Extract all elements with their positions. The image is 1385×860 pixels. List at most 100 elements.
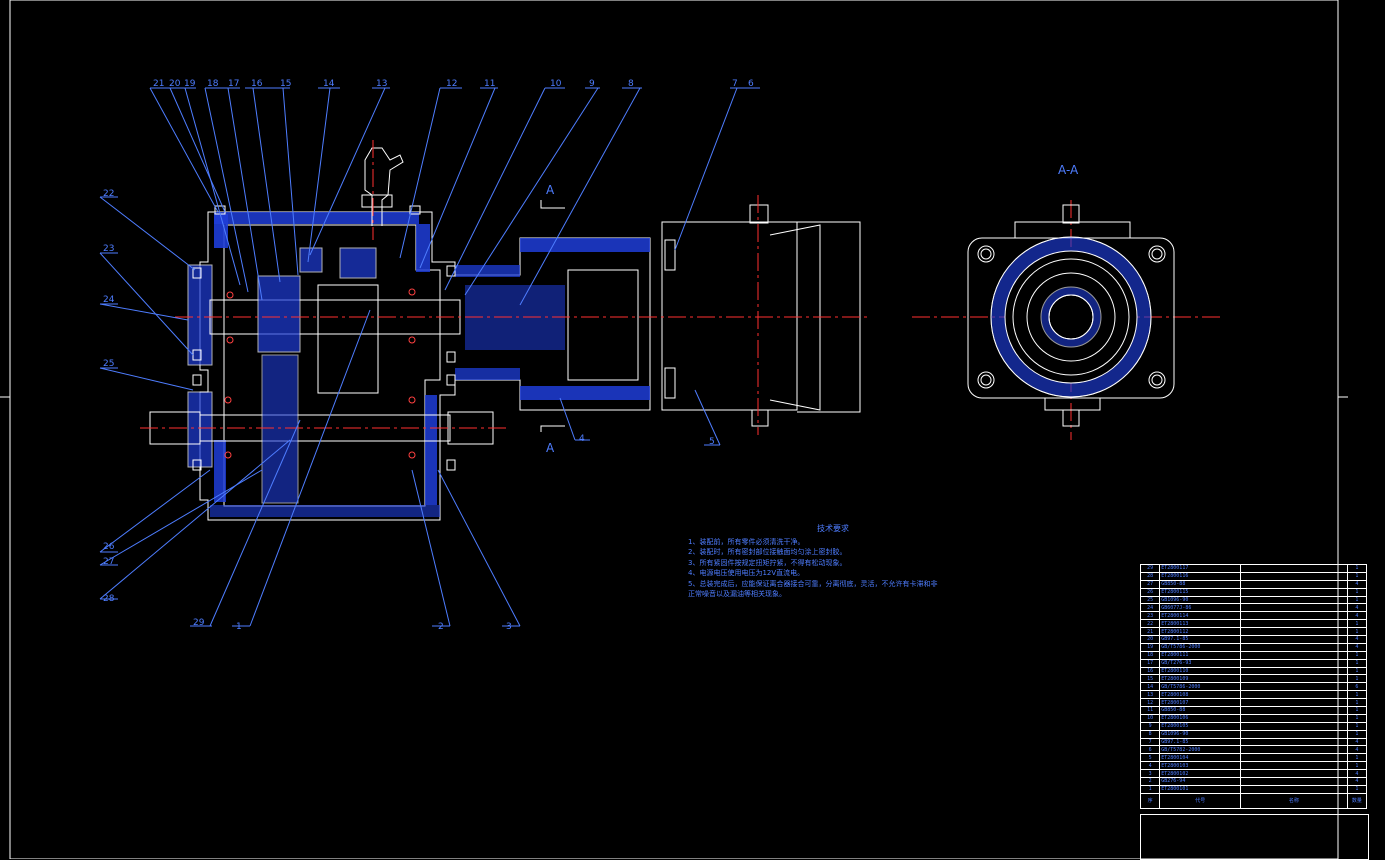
bom-qty: 4 [1346, 611, 1368, 621]
notes-title: 技术要求 [817, 524, 849, 533]
bom-header-cell: 序 [1139, 792, 1161, 809]
bom-header-cell: 代号 [1159, 792, 1242, 809]
balloon-23: 23 [103, 244, 114, 254]
balloon-16: 16 [251, 79, 263, 89]
balloon-28: 28 [103, 594, 115, 604]
bom-index: 11 [1139, 706, 1161, 715]
balloon-11: 11 [484, 79, 495, 89]
bom-index: 17 [1139, 658, 1161, 668]
bom-qty: 1 [1346, 658, 1368, 668]
bom-index: 25 [1139, 595, 1161, 605]
bom-qty: 4 [1346, 737, 1368, 747]
bom-qty: 1 [1346, 761, 1368, 771]
bom-code: ET2800103 [1159, 761, 1242, 771]
bom-index: 3 [1139, 769, 1161, 779]
bom-name [1240, 737, 1348, 747]
bom-code: ET2800113 [1159, 619, 1242, 629]
bom-index: 10 [1139, 713, 1161, 723]
bom-code: GB850-88 [1159, 706, 1242, 715]
bom-qty: 1 [1346, 706, 1368, 715]
bom-code: ET2800111 [1159, 650, 1242, 660]
bom-code: ET2800106 [1159, 713, 1242, 723]
bom-index: 1 [1139, 784, 1161, 794]
note-line: 5、总装完成后，应能保证离合器接合可靠，分离彻底，灵活，不允许有卡滞和非 [688, 579, 938, 588]
main-assembly-view [149, 147, 861, 521]
note-line: 3、所有紧固件按规定扭矩拧紧，不得有松动现象。 [688, 558, 847, 567]
bom-name [1240, 650, 1348, 660]
bom-qty: 4 [1346, 579, 1368, 589]
bom-header: 序代号名称数量 [1139, 792, 1368, 809]
bom-qty: 1 [1346, 698, 1368, 708]
bom-qty: 1 [1346, 564, 1368, 573]
bom-header-cell: 数量 [1346, 792, 1368, 809]
bom-index: 28 [1139, 571, 1161, 581]
bom-name [1240, 690, 1348, 700]
bom-code: GB97.1-85 [1159, 737, 1242, 747]
bom-index: 24 [1139, 603, 1161, 613]
bom-name [1240, 666, 1348, 676]
bom-header-cell: 名称 [1240, 792, 1348, 809]
balloon-21: 21 [153, 79, 164, 89]
bom-index: 12 [1139, 698, 1161, 708]
bom-name [1240, 642, 1348, 652]
bom-name [1240, 571, 1348, 581]
bom-code: GB/T5786-2000 [1159, 642, 1242, 652]
bom-name [1240, 674, 1348, 684]
bom-qty: 1 [1346, 713, 1368, 723]
title-block [1140, 814, 1369, 860]
bom-index: 27 [1139, 579, 1161, 589]
note-line: 2、装配时，所有密封部位接触面均匀涂上密封胶。 [688, 548, 847, 556]
bom-name [1240, 784, 1348, 794]
bom-index: 9 [1139, 721, 1161, 731]
bom-name [1240, 761, 1348, 771]
bom-qty: 4 [1346, 777, 1368, 786]
bom-index: 5 [1139, 753, 1161, 763]
bom-index: 19 [1139, 642, 1161, 652]
bom-code: ET2800117 [1159, 564, 1242, 573]
bom-qty: 4 [1346, 745, 1368, 755]
bom-name [1240, 658, 1348, 668]
balloon-9: 9 [589, 79, 595, 89]
bom-code: GB/T5782-2000 [1159, 745, 1242, 755]
balloon-4: 4 [579, 434, 585, 444]
bom-code: ET2800115 [1159, 587, 1242, 597]
balloon-10: 10 [550, 79, 562, 89]
bom-code: GB6077J-86 [1159, 603, 1242, 613]
bom-name [1240, 753, 1348, 763]
bom-name [1240, 603, 1348, 613]
bom-name [1240, 745, 1348, 755]
section-view-aa [967, 204, 1175, 427]
bom-index: 26 [1139, 587, 1161, 597]
note-line: 4、电源电压使用电压为12V直流电。 [688, 569, 805, 577]
bom-code: ET2800104 [1159, 753, 1242, 763]
balloon-26: 26 [103, 542, 115, 552]
bom-name [1240, 769, 1348, 779]
bom-index: 13 [1139, 690, 1161, 700]
note-line: 1、装配前，所有零件必须清洗干净。 [688, 537, 805, 546]
bom-code: ET2800112 [1159, 627, 1242, 637]
bom-index: 20 [1139, 635, 1161, 644]
section-view-label: A-A [1058, 163, 1079, 177]
bom-name [1240, 627, 1348, 637]
bom-qty: 4 [1346, 635, 1368, 644]
balloon-15: 15 [280, 79, 291, 89]
balloon-24: 24 [103, 295, 115, 305]
bom-name [1240, 729, 1348, 739]
